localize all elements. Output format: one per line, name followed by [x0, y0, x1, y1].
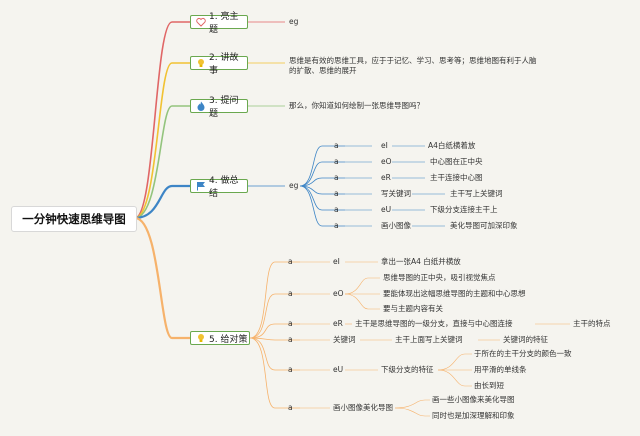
strategy-row-key: eU [333, 365, 344, 374]
branch-4-note: eg [289, 181, 299, 190]
strategy-row-sub: 由长到短 [474, 381, 504, 390]
summary-row-marker: a [334, 141, 339, 150]
strategy-row-detail: 主干是思维导图的一级分支，直接与中心图连接 [355, 319, 513, 328]
summary-row-desc: 下级分支连接主干上 [430, 205, 498, 214]
strategy-row-detail: 主干上面写上关键词 [395, 335, 463, 344]
strategy-row-sub: 于所在的主干分支的颜色一致 [474, 349, 572, 358]
branch-1-note: eg [289, 17, 299, 26]
branch-5-label: 5. 给对策 [209, 334, 248, 345]
summary-row-marker: a [334, 189, 339, 198]
flag-icon [196, 181, 206, 191]
strategy-row-marker: a [288, 257, 293, 266]
summary-row-key: 写关键词 [381, 189, 411, 198]
summary-row-desc: 美化导图可加深印象 [450, 221, 518, 230]
summary-row-marker: a [334, 205, 339, 214]
strategy-row-extra: 关键词的特征 [503, 335, 548, 344]
summary-row-desc: A4白纸横着放 [428, 141, 476, 150]
branch-5-topic[interactable]: 5. 给对策 [190, 331, 250, 345]
branch-4-label: 4. 做总结 [209, 176, 239, 199]
strategy-row-marker: a [288, 335, 293, 344]
summary-row-marker: a [334, 173, 339, 182]
branch-3-topic[interactable]: 3. 提问题 [190, 96, 248, 119]
strategy-row-detail: 思维导图的正中央，吸引视觉焦点 [383, 273, 496, 282]
branch-3-note: 那么，你知道如何绘制一张思维导图吗？ [289, 101, 424, 110]
strategy-row-detail: 下级分支的特征 [381, 365, 434, 374]
flame-icon [196, 101, 206, 111]
summary-row-key: eO [381, 157, 392, 166]
summary-row-key: eU [381, 205, 392, 214]
strategy-row-detail: 要与主题内容有关 [383, 304, 443, 313]
branch-2-label: 2. 讲故事 [209, 53, 239, 76]
strategy-row-key: eI [333, 257, 340, 266]
summary-row-key: 画小图像 [381, 221, 411, 230]
branch-2-topic[interactable]: 2. 讲故事 [190, 53, 248, 76]
strategy-row-detail: 同时也是加深理解和印象 [432, 411, 515, 420]
strategy-row-detail: 画一些小图像来美化导图 [432, 395, 515, 404]
heart-icon [196, 17, 206, 27]
branch-1-topic[interactable]: 1. 亮主题 [190, 12, 248, 35]
summary-row-marker: a [334, 221, 339, 230]
summary-row-key: eI [381, 141, 388, 150]
strategy-row-key: 画小图像美化导图 [333, 403, 393, 412]
strategy-row-detail: 拿出一张A4 白纸并横放 [381, 257, 461, 266]
summary-row-desc: 主干连接中心图 [430, 173, 483, 182]
strategy-row-marker: a [288, 403, 293, 412]
strategy-row-marker: a [288, 319, 293, 328]
lightbulb-icon [196, 333, 206, 343]
strategy-row-key: eR [333, 319, 343, 328]
lightbulb-icon [196, 58, 206, 68]
branch-4-topic[interactable]: 4. 做总结 [190, 176, 248, 199]
strategy-row-key: eO [333, 289, 344, 298]
summary-row-marker: a [334, 157, 339, 166]
summary-row-desc: 主干写上关键词 [450, 189, 503, 198]
strategy-row-detail: 要能体现出这幅思维导图的主题和中心思想 [383, 289, 526, 298]
branch-3-label: 3. 提问题 [209, 96, 239, 119]
strategy-row-key: 关键词 [333, 335, 356, 344]
branch-1-label: 1. 亮主题 [209, 12, 239, 35]
summary-row-key: eR [381, 173, 391, 182]
strategy-row-extra: 主干的特点 [573, 319, 611, 328]
summary-row-desc: 中心图在正中央 [430, 157, 483, 166]
branch-2-note: 思维是有效的思维工具，应于于记忆、学习、思考等；思维地图有利于人脑的扩散、思维的… [289, 56, 537, 75]
root-topic[interactable]: 一分钟快速思维导图 [11, 206, 137, 232]
strategy-row-sub: 用平滑的单线条 [474, 365, 527, 374]
strategy-row-marker: a [288, 365, 293, 374]
strategy-row-marker: a [288, 289, 293, 298]
